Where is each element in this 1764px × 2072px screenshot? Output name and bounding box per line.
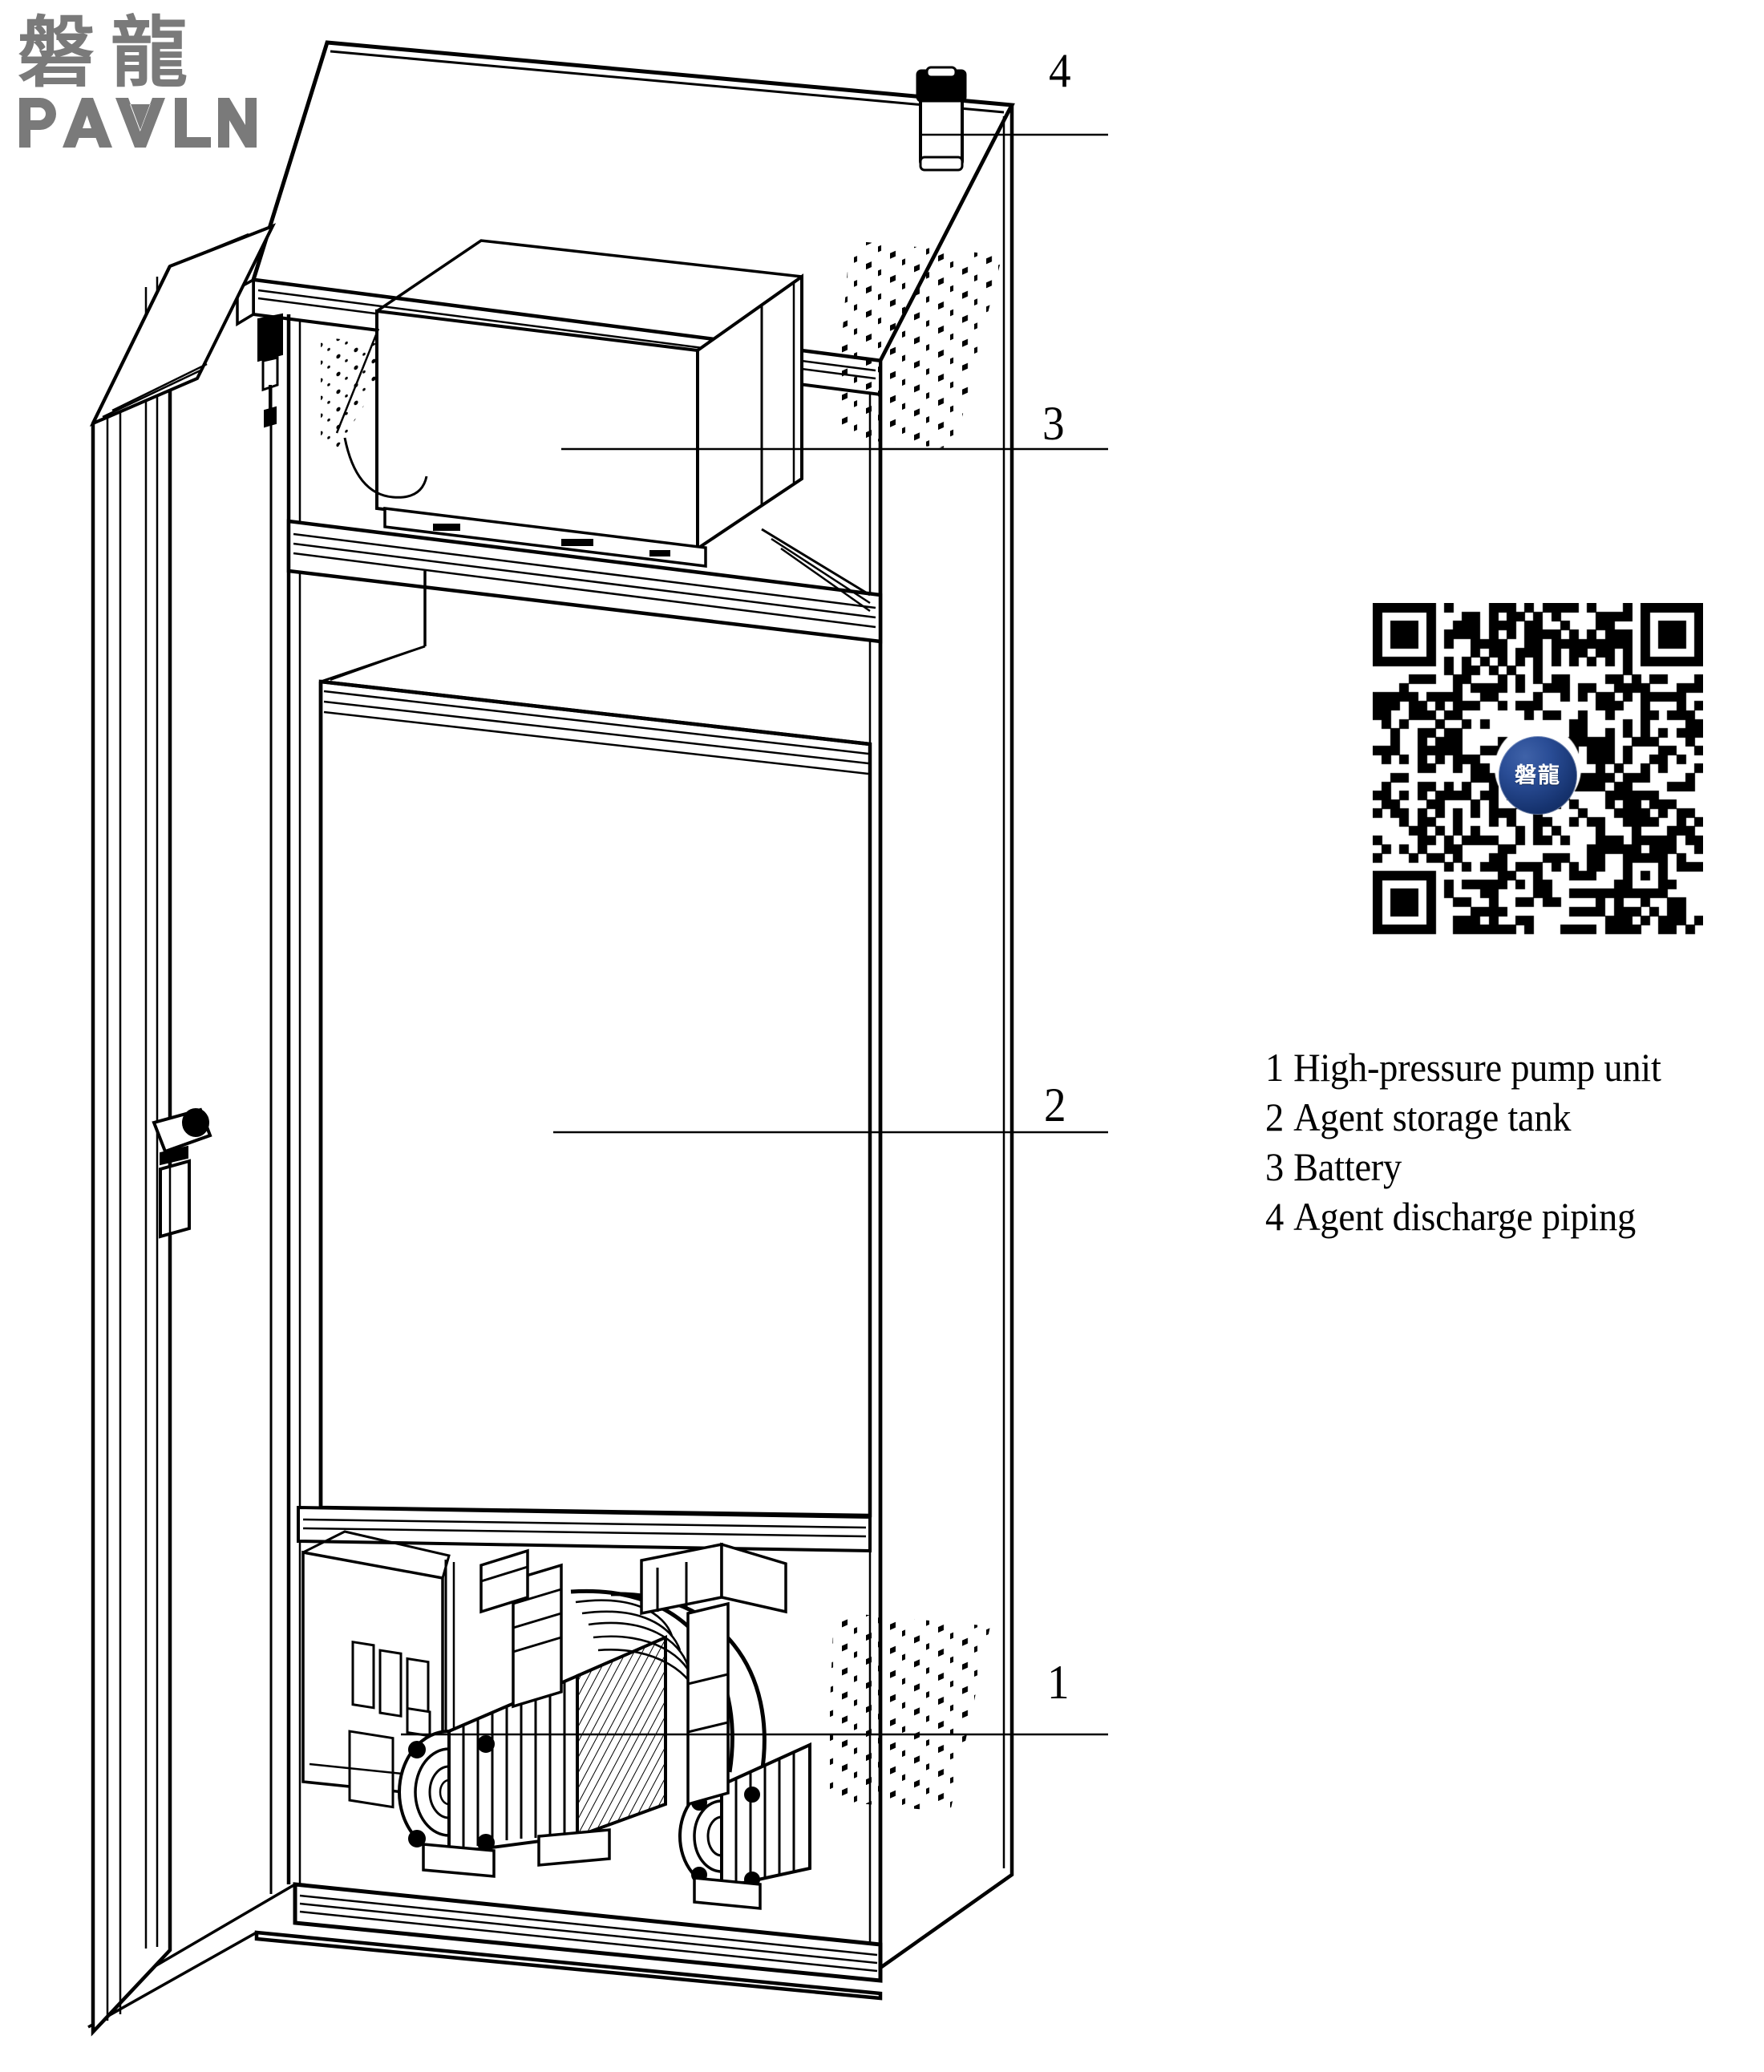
battery <box>335 239 803 568</box>
legend-item-2-number: 2 <box>1265 1095 1284 1139</box>
door-lock <box>152 1107 212 1239</box>
vent-upper <box>834 241 1002 449</box>
internal-shelf <box>286 519 883 646</box>
technical-drawing <box>87 40 1108 2037</box>
brand-logo-latin <box>18 95 282 151</box>
callout-leader-lines <box>401 133 1108 1736</box>
callout-number-2: 2 <box>1044 1078 1066 1131</box>
legend-item-1-number: 1 <box>1265 1045 1284 1090</box>
brand-logo-chinese: 磐龍 <box>18 8 204 98</box>
pump-left <box>398 1563 667 1878</box>
legend-item-3-label: Battery <box>1293 1144 1402 1189</box>
cabinet-body <box>250 40 1015 1972</box>
base-plinth <box>87 1882 883 2029</box>
agent-discharge-piping <box>916 66 967 172</box>
cabinet-left-post <box>269 314 301 1894</box>
qr-code-logo-badge: 磐龍 <box>1499 736 1577 815</box>
qr-code[interactable]: 磐龍 <box>1373 603 1703 948</box>
lower-deck <box>297 1505 872 1553</box>
legend-item-2-label: Agent storage tank <box>1293 1095 1572 1139</box>
cabinet-door <box>89 223 277 2037</box>
pump-unit <box>398 1542 811 1910</box>
brand-logo: 磐龍 <box>18 14 282 175</box>
pump-right <box>678 1742 811 1910</box>
legend-item-4-number: 4 <box>1265 1194 1284 1239</box>
legend-item-4-label: Agent discharge piping <box>1293 1194 1636 1239</box>
vent-lower <box>826 1612 990 1812</box>
callout-number-4: 4 <box>1049 44 1071 97</box>
door-hinge-bracket <box>257 313 283 428</box>
callout-number-1: 1 <box>1047 1656 1070 1709</box>
pump-manifold <box>640 1542 787 1807</box>
agent-storage-tank <box>318 645 872 1518</box>
pump-suction-stub <box>479 1548 529 1614</box>
qr-code-logo-text: 磐龍 <box>1515 763 1561 788</box>
legend-item-3-number: 3 <box>1265 1144 1284 1189</box>
callout-number-3: 3 <box>1042 397 1065 450</box>
legend-item-1-label: High-pressure pump unit <box>1293 1045 1661 1090</box>
